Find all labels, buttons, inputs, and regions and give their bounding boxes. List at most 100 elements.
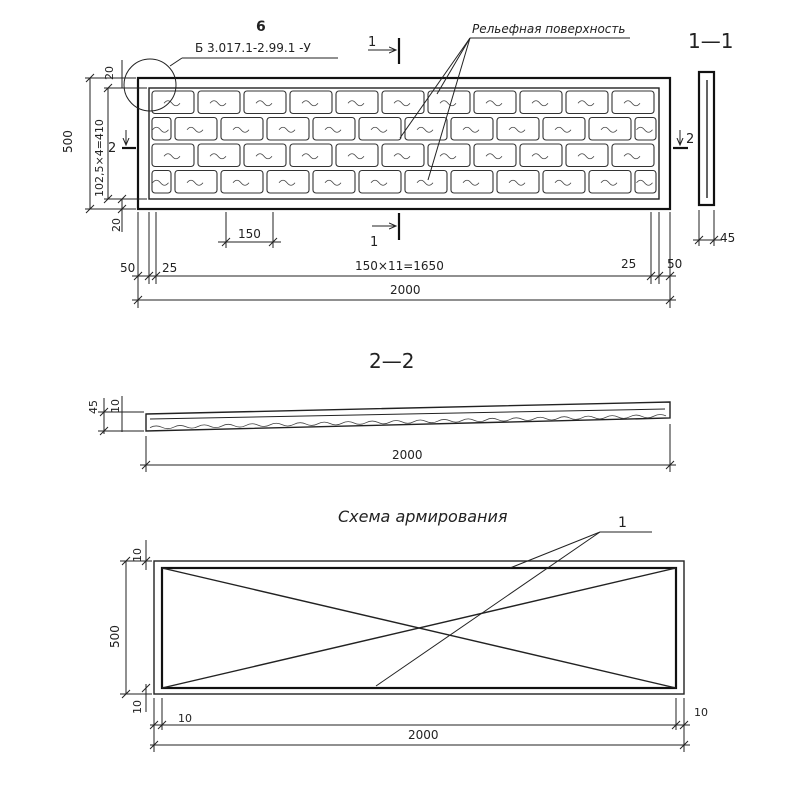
relief-texture-mark <box>393 100 411 107</box>
relief-texture-mark <box>636 179 653 186</box>
relief-texture-mark <box>255 100 273 107</box>
section-2-2-relief-edge <box>149 414 667 430</box>
dim-right-25: 25 <box>621 257 636 271</box>
section-2-2-view: 2—2 45 10 2000 <box>87 349 676 472</box>
relief-brick <box>565 143 609 168</box>
relief-brick <box>519 90 563 115</box>
relief-brick <box>427 90 471 115</box>
reinforcement-height: 500 <box>108 625 122 648</box>
relief-texture-mark <box>577 153 595 160</box>
section-1-label-top: 1 <box>368 35 376 50</box>
relief-brick <box>634 169 657 194</box>
dim-bottom-20: 20 <box>110 218 123 232</box>
reinforcement-right: 10 <box>694 706 708 719</box>
relief-brick <box>542 169 586 194</box>
relief-texture-mark <box>462 179 480 186</box>
relief-texture-mark <box>600 126 618 133</box>
bottom-dimensions: 150 50 25 150×11=1650 25 50 2000 <box>120 212 682 308</box>
rebar-leader-number: 1 <box>618 515 627 531</box>
relief-brick <box>611 90 655 115</box>
relief-texture-mark <box>623 100 641 107</box>
dim-left-25: 25 <box>162 261 177 275</box>
section-1-1-view: 1—1 45 <box>688 29 735 246</box>
relief-brick <box>151 116 172 141</box>
relief-texture-mark <box>186 126 204 133</box>
relief-texture-mark <box>600 179 618 186</box>
relief-brick <box>151 90 195 115</box>
relief-texture-mark <box>255 153 273 160</box>
relief-brick <box>381 143 425 168</box>
relief-surface-annotation: Рельефная поверхность <box>399 22 630 181</box>
relief-brick <box>588 169 632 194</box>
reinforcement-title: Схема армирования <box>338 507 508 526</box>
relief-texture-mark <box>485 100 503 107</box>
reinforcement-bottom: 10 <box>131 700 144 714</box>
relief-brick <box>312 116 356 141</box>
relief-brick <box>243 90 287 115</box>
section-mark-2-right: 2 <box>673 130 694 150</box>
section-mark-2-left: 2 <box>108 130 136 156</box>
callout-number: 6 <box>256 19 266 35</box>
reinforcement-outline <box>153 560 685 695</box>
relief-brick <box>404 116 448 141</box>
section-2-label-left: 2 <box>108 141 116 156</box>
dim-top-20: 20 <box>103 66 116 80</box>
relief-texture-mark <box>531 100 549 107</box>
relief-texture-mark <box>485 153 503 160</box>
reinforcement-scheme: Схема армирования 1 500 10 10 10 10 <box>108 507 708 752</box>
dim-inner-410: 102,5×4=410 <box>93 119 106 197</box>
relief-brick <box>588 116 632 141</box>
section-2-2-title: 2—2 <box>369 349 414 373</box>
relief-brick <box>519 143 563 168</box>
relief-brick <box>266 116 310 141</box>
relief-brick <box>496 116 540 141</box>
relief-brick-pattern <box>151 90 657 194</box>
relief-brick <box>197 143 241 168</box>
relief-brick <box>542 116 586 141</box>
relief-texture-mark <box>278 179 296 186</box>
relief-brick <box>174 116 218 141</box>
relief-texture-mark <box>209 153 227 160</box>
relief-texture-mark <box>416 126 434 133</box>
relief-brick <box>381 90 425 115</box>
relief-texture-mark <box>232 179 250 186</box>
relief-brick <box>358 116 402 141</box>
relief-brick <box>450 116 494 141</box>
relief-surface-label: Рельефная поверхность <box>472 22 625 36</box>
section-2-2-cover: 10 <box>109 399 122 413</box>
section-2-label-right: 2 <box>686 132 694 147</box>
relief-texture-mark <box>209 100 227 107</box>
dim-height-500: 500 <box>61 130 75 153</box>
relief-brick <box>197 90 241 115</box>
callout-circle <box>123 58 177 112</box>
relief-brick <box>220 169 264 194</box>
relief-texture-mark <box>186 179 204 186</box>
relief-texture-mark <box>508 126 526 133</box>
relief-brick <box>289 143 333 168</box>
relief-texture-mark <box>439 153 457 160</box>
relief-texture-mark <box>462 126 480 133</box>
section-2-2-length: 2000 <box>392 448 423 462</box>
relief-texture-mark <box>301 100 319 107</box>
reinforcement-length: 2000 <box>408 728 439 742</box>
relief-brick <box>243 143 287 168</box>
relief-texture-mark <box>152 179 169 186</box>
relief-texture-mark <box>301 153 319 160</box>
dim-brick-150: 150 <box>238 227 261 241</box>
section-1-1-outline <box>697 70 716 207</box>
relief-texture-mark <box>531 153 549 160</box>
relief-texture-mark <box>370 179 388 186</box>
relief-texture-mark <box>347 153 365 160</box>
relief-brick <box>611 143 655 168</box>
relief-brick <box>151 143 195 168</box>
relief-brick <box>473 143 517 168</box>
relief-texture-mark <box>324 179 342 186</box>
callout-reference: Б 3.017.1-2.99.1 -У <box>195 41 311 55</box>
section-2-2-outline <box>145 401 671 432</box>
relief-brick <box>358 169 402 194</box>
dim-length-2000: 2000 <box>390 283 421 297</box>
section-mark-1-bottom: 1 <box>370 213 401 250</box>
relief-brick <box>427 143 471 168</box>
relief-texture-mark <box>554 179 572 186</box>
